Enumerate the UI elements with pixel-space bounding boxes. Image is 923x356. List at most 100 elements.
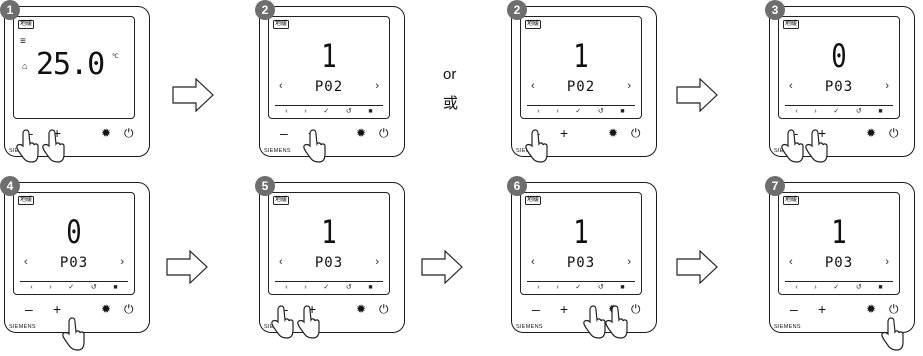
parameter-value: 1: [573, 37, 589, 75]
save-key-icon[interactable]: ■: [113, 284, 118, 291]
plus-button[interactable]: +: [53, 301, 62, 317]
gear-icon[interactable]: ✹: [101, 126, 112, 140]
save-key-icon[interactable]: ■: [878, 108, 883, 115]
plus-button[interactable]: +: [308, 301, 317, 317]
left-key-icon[interactable]: ‹: [795, 284, 798, 291]
lcd-screen: 地暖 0 P03 ‹ › ‹ › ✓ ↺ ■: [13, 192, 135, 295]
confirm-key-icon[interactable]: ✓: [575, 108, 582, 115]
mode-tag: 地暖: [783, 20, 800, 29]
power-icon[interactable]: ⏻: [379, 302, 389, 316]
power-icon[interactable]: ⏻: [124, 126, 134, 140]
pressing-hand-icon: [42, 129, 65, 163]
plus-button[interactable]: +: [560, 301, 569, 317]
save-key-icon[interactable]: ■: [368, 284, 373, 291]
plus-button[interactable]: +: [818, 125, 827, 141]
right-key-icon[interactable]: ›: [814, 108, 817, 115]
lcd-screen: 地暖 1 P03 ‹ › ‹ › ✓ ↺ ■: [520, 192, 642, 295]
left-key-icon[interactable]: ‹: [537, 284, 540, 291]
mode-tag: 地暖: [525, 20, 542, 29]
mode-tag: 地暖: [18, 20, 35, 29]
step-badge: 5: [255, 176, 275, 196]
divider: [785, 281, 893, 282]
step-3: 3 地暖 0 P03 ‹ › ‹ › ✓ ↺ ■ – + ✹ ⏻ SIEMENS: [765, 0, 915, 163]
power-icon[interactable]: ⏻: [631, 126, 641, 140]
minus-button[interactable]: –: [532, 301, 540, 317]
right-key-icon[interactable]: ›: [556, 284, 559, 291]
step-5: 5 地暖 1 P03 ‹ › ‹ › ✓ ↺ ■ – + ✹ ⏻ SIEMENS: [255, 176, 405, 339]
brand-logo: SIEMENS: [516, 324, 543, 330]
confirm-key-icon[interactable]: ✓: [323, 284, 330, 291]
confirm-key-icon[interactable]: ✓: [323, 108, 330, 115]
plus-button[interactable]: +: [818, 301, 827, 317]
back-key-icon[interactable]: ↺: [597, 284, 604, 291]
chevron-left-icon: ‹: [279, 256, 283, 268]
back-key-icon[interactable]: ↺: [345, 108, 352, 115]
parameter-code: P03: [59, 255, 89, 271]
right-key-icon[interactable]: ›: [556, 108, 559, 115]
right-key-icon[interactable]: ›: [814, 284, 817, 291]
thermostat-device: 地暖 1 P03 ‹ › ‹ › ✓ ↺ ■ – + ✹ ⏻ SIEMENS: [511, 182, 657, 333]
arrow-right-icon: [676, 78, 718, 112]
chevron-right-icon: ›: [885, 80, 889, 92]
confirm-key-icon[interactable]: ✓: [575, 284, 582, 291]
plus-button[interactable]: +: [560, 125, 569, 141]
right-key-icon[interactable]: ›: [304, 284, 307, 291]
pressing-hand-icon: [805, 129, 828, 163]
minus-button[interactable]: –: [280, 125, 288, 141]
power-icon[interactable]: ⏻: [631, 302, 641, 316]
power-icon[interactable]: ⏻: [379, 126, 389, 140]
parameter-value: 1: [321, 213, 337, 251]
back-key-icon[interactable]: ↺: [345, 284, 352, 291]
left-key-icon[interactable]: ‹: [285, 108, 288, 115]
temperature-unit: ℃: [112, 54, 119, 60]
mode-tag: 地暖: [273, 20, 290, 29]
left-key-icon[interactable]: ‹: [795, 108, 798, 115]
chevron-right-icon: ›: [885, 256, 889, 268]
power-icon[interactable]: ⏻: [124, 302, 134, 316]
mode-tag: 地暖: [18, 196, 35, 205]
back-key-icon[interactable]: ↺: [90, 284, 97, 291]
chevron-right-icon: ›: [375, 80, 379, 92]
home-icon: ⌂: [22, 61, 28, 71]
or-label: or: [443, 66, 457, 83]
right-key-icon[interactable]: ›: [304, 108, 307, 115]
gear-icon[interactable]: ✹: [866, 126, 877, 140]
gear-icon[interactable]: ✹: [866, 302, 877, 316]
minus-button[interactable]: –: [25, 301, 33, 317]
back-key-icon[interactable]: ↺: [597, 108, 604, 115]
back-key-icon[interactable]: ↺: [855, 284, 862, 291]
step-badge: 1: [0, 0, 20, 20]
save-key-icon[interactable]: ■: [368, 108, 373, 115]
thermostat-device: 地暖 1 P02 ‹ › ‹ › ✓ ↺ ■ – + ✹ ⏻ SIEMENS: [511, 6, 657, 157]
arrow-right-icon: [172, 78, 214, 112]
confirm-key-icon[interactable]: ✓: [68, 284, 75, 291]
power-icon[interactable]: ⏻: [889, 302, 899, 316]
back-key-icon[interactable]: ↺: [855, 108, 862, 115]
gear-icon[interactable]: ✹: [608, 126, 619, 140]
step-badge: 4: [0, 176, 20, 196]
or-label-chinese: 或: [443, 95, 459, 112]
gear-icon[interactable]: ✹: [356, 126, 367, 140]
confirm-key-icon[interactable]: ✓: [833, 108, 840, 115]
left-key-icon[interactable]: ‹: [30, 284, 33, 291]
mode-tag: 地暖: [273, 196, 290, 205]
left-key-icon[interactable]: ‹: [537, 108, 540, 115]
save-key-icon[interactable]: ■: [620, 108, 625, 115]
right-key-icon[interactable]: ›: [49, 284, 52, 291]
gear-icon[interactable]: ✹: [101, 302, 112, 316]
divider: [785, 105, 893, 106]
lcd-screen: 地暖 1 P03 ‹ › ‹ › ✓ ↺ ■: [778, 192, 900, 295]
confirm-key-icon[interactable]: ✓: [833, 284, 840, 291]
lcd-screen: 地暖 1 P03 ‹ › ‹ › ✓ ↺ ■: [268, 192, 390, 295]
gear-icon[interactable]: ✹: [356, 302, 367, 316]
step-badge: 3: [765, 0, 785, 20]
save-key-icon[interactable]: ■: [620, 284, 625, 291]
divider: [275, 281, 383, 282]
left-key-icon[interactable]: ‹: [285, 284, 288, 291]
plus-button[interactable]: +: [53, 125, 62, 141]
step-4: 4 地暖 0 P03 ‹ › ‹ › ✓ ↺ ■ – + ✹ ⏻ SIEMENS: [0, 176, 150, 351]
minus-button[interactable]: –: [790, 301, 798, 317]
power-icon[interactable]: ⏻: [889, 126, 899, 140]
save-key-icon[interactable]: ■: [878, 284, 883, 291]
thermostat-device: 地暖 0 P03 ‹ › ‹ › ✓ ↺ ■ – + ✹ ⏻ SIEMENS: [769, 6, 915, 157]
